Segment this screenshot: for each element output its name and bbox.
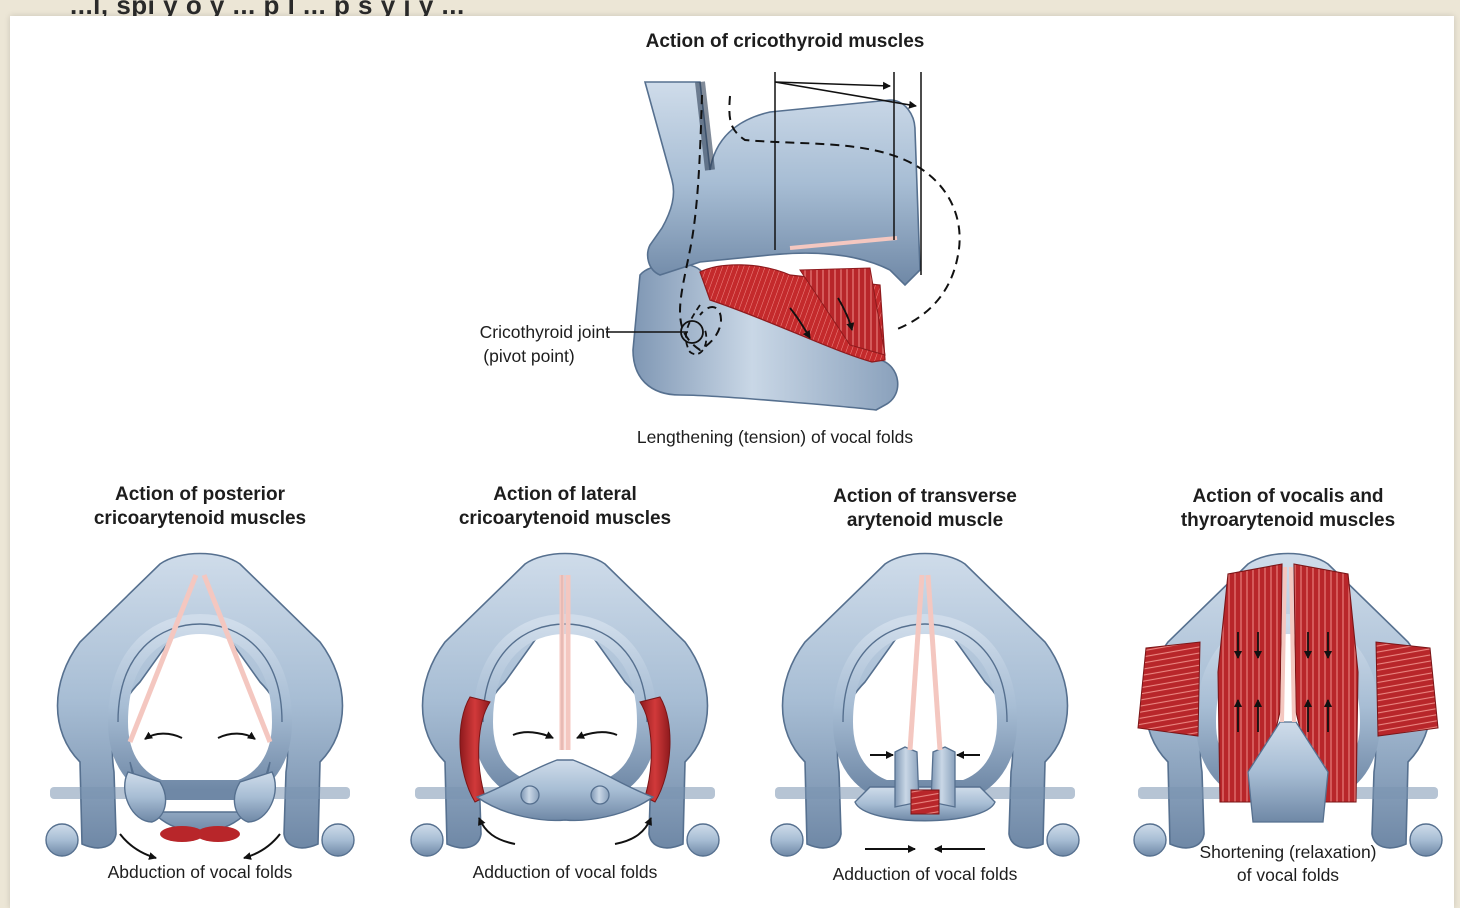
panel-2-caption: Adduction of vocal folds [425, 860, 705, 884]
panel-1-title-line-1: Action of posterior [60, 483, 340, 507]
panel-4-caption-line-1: Shortening (relaxation) [1148, 840, 1428, 864]
panel-3-title-line-1: Action of transverse [785, 485, 1065, 509]
panel-4-title-line-2: thyroarytenoid muscles [1148, 509, 1428, 533]
panel-1-title-line-2: cricoarytenoid muscles [60, 507, 340, 531]
posterior-cricoarytenoid-illustration [46, 554, 354, 859]
cricothyroid-joint-label: Cricothyroid joint [440, 320, 610, 344]
panel-3-title-line-2: arytenoid muscle [785, 509, 1065, 533]
thyroid-cartilage [645, 82, 920, 285]
pivot-point-label: (pivot point) [440, 344, 618, 368]
panel-3-caption: Adduction of vocal folds [785, 862, 1065, 886]
panel-2-title-line-2: cricoarytenoid muscles [425, 507, 705, 531]
cricothyroid-caption: Lengthening (tension) of vocal folds [580, 425, 970, 449]
panel-1-caption: Abduction of vocal folds [60, 860, 340, 884]
panel-4-caption-line-2: of vocal folds [1148, 863, 1428, 887]
vocalis-thyroarytenoid-illustration [1134, 554, 1442, 857]
cricothyroid-illustration [606, 72, 960, 410]
panel-4-title-line-1: Action of vocalis and [1148, 485, 1428, 509]
transverse-arytenoid-illustration [771, 554, 1079, 857]
cricothyroid-title: Action of cricothyroid muscles [620, 30, 950, 54]
lateral-cricoarytenoid-illustration [411, 554, 719, 857]
panel-2-title-line-1: Action of lateral [425, 483, 705, 507]
